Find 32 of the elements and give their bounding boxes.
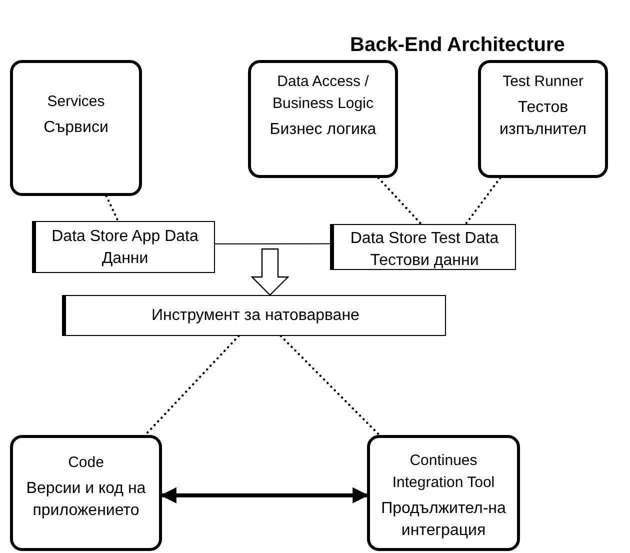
data-store-box	[32, 221, 215, 273]
data-store-box	[330, 224, 516, 270]
node-label: Code	[68, 453, 104, 473]
double-arrow	[160, 487, 369, 504]
node-label: Тестов изпълнител	[498, 98, 588, 140]
diagram-title: Back-End Architecture	[350, 33, 565, 58]
connector-line	[214, 243, 330, 244]
data-store-box	[62, 295, 446, 336]
node-label: Тестови данни	[370, 251, 479, 271]
dotted-connector	[464, 176, 502, 226]
node-label: Сървиси	[44, 118, 108, 138]
node-label: Data Store App Data	[52, 227, 198, 247]
node-label: Инструмент за натоварване	[152, 306, 360, 326]
dotted-connector	[377, 176, 422, 226]
node-label: Продължител-на интеграция	[380, 499, 507, 541]
node-label: Data Access / Business Logic	[272, 72, 374, 114]
block-arrow	[250, 248, 290, 296]
node-label: Services	[47, 92, 105, 112]
rounded-box	[248, 60, 398, 178]
node-label: Версии и код на приложението	[25, 479, 147, 521]
node-label: Данни	[102, 249, 148, 269]
rounded-box	[367, 435, 520, 551]
rounded-box	[10, 60, 142, 196]
dotted-connector	[105, 194, 120, 222]
dotted-connector	[144, 334, 240, 436]
rounded-box	[10, 435, 162, 551]
rounded-box	[478, 60, 608, 178]
node-label: Бизнес логика	[270, 120, 376, 140]
node-label: Continues Integration Tool	[391, 451, 496, 493]
node-label: Data Store Test Data	[350, 229, 499, 249]
node-label: Test Runner	[502, 72, 584, 92]
dotted-connector	[280, 334, 380, 436]
